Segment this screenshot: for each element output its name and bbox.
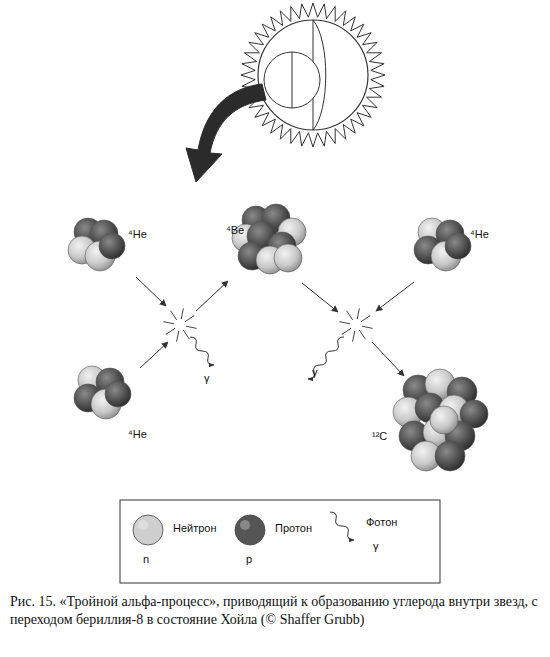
proton [435, 441, 465, 471]
reaction-arrow [302, 283, 338, 312]
photon-wave [190, 337, 214, 365]
curved-arrow [186, 84, 266, 182]
legend-symbol: p [246, 553, 252, 565]
reaction-arrow [140, 342, 168, 368]
legend-symbol: γ [373, 540, 379, 552]
photon-label: γ [312, 366, 318, 378]
nucleus-label: ⁴He [128, 228, 147, 240]
swatch-highlight [138, 520, 148, 530]
sun-body [258, 20, 368, 130]
nuclei [68, 204, 488, 471]
nucleus-label: ⁴He [470, 228, 489, 240]
nucleus-label: ⁴He [128, 428, 147, 440]
neutron [274, 244, 302, 272]
proton [445, 233, 471, 259]
proton [105, 381, 131, 407]
legend-frame [120, 500, 440, 583]
nucleus-label: ¹²C [372, 430, 387, 442]
legend-photon-sample [330, 512, 354, 540]
proton [99, 233, 125, 259]
sun-core [264, 52, 320, 108]
collision-burst [163, 308, 372, 341]
sun-core-cut [292, 52, 293, 108]
reaction-arrow [372, 342, 404, 376]
reaction-arrow [136, 277, 166, 306]
legend-text: Нейтрон [173, 522, 217, 534]
legend-symbol: n [143, 553, 149, 565]
photon-wave [308, 337, 344, 379]
photon-label: γ [204, 372, 210, 384]
neutron [430, 406, 458, 434]
nucleus-label: ⁴Be [226, 224, 244, 236]
legend-swatch [133, 515, 163, 545]
legend-swatch [235, 515, 265, 545]
figure-caption: Рис. 15. «Тройной альфа-процесс», привод… [10, 593, 540, 629]
legend-text: Фотон [366, 516, 397, 528]
legend-text: Протон [275, 522, 312, 534]
sun-rays [241, 3, 385, 147]
swatch-highlight [240, 520, 250, 530]
reaction-arrow [376, 282, 414, 311]
reaction-arrow [196, 281, 228, 311]
